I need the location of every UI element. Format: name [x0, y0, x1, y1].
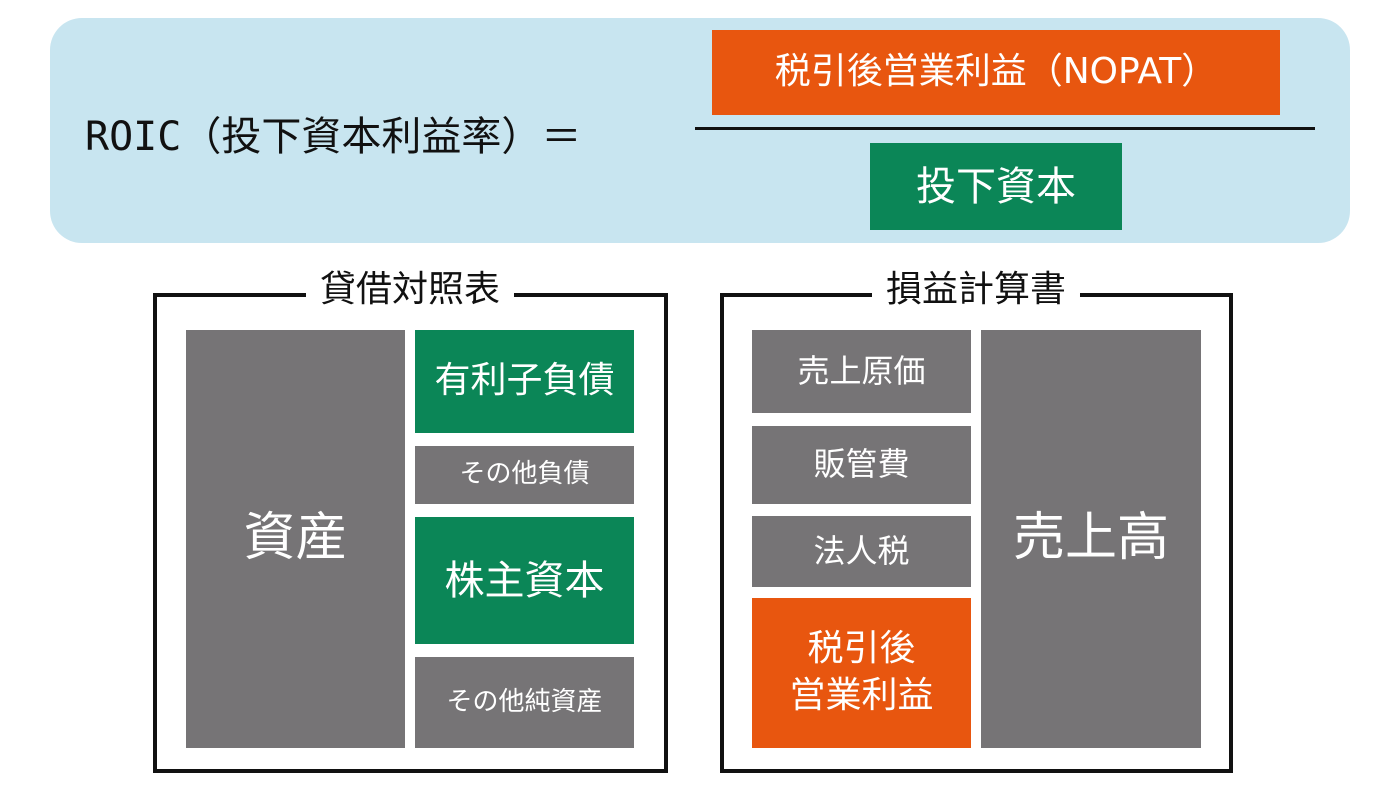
fraction-line [695, 127, 1315, 130]
balance-sheet-title: 貸借対照表 [305, 266, 515, 314]
numerator-nopat: 税引後営業利益（NOPAT） [712, 30, 1280, 115]
nopat-line-2: 営業利益 [789, 675, 934, 716]
other-liabilities-block: その他負債 [415, 446, 634, 504]
nopat-line-1: 税引後 [807, 628, 916, 670]
other-net-assets-block: その他純資産 [415, 657, 634, 748]
shareholders-equity-block: 株主資本 [415, 517, 634, 644]
corporate-tax-block: 法人税 [752, 516, 971, 587]
revenue-block: 売上高 [981, 330, 1201, 748]
interest-bearing-debt-block: 有利子負債 [415, 330, 634, 433]
formula-left-side: ROIC（投下資本利益率）＝ [85, 114, 582, 160]
income-statement-title: 損益計算書 [871, 266, 1081, 314]
assets-block: 資産 [186, 330, 405, 748]
denominator-invested-capital: 投下資本 [870, 143, 1122, 230]
cost-of-sales-block: 売上原価 [752, 330, 971, 413]
nopat-block: 税引後 営業利益 [752, 598, 971, 748]
sga-block: 販管費 [752, 426, 971, 504]
